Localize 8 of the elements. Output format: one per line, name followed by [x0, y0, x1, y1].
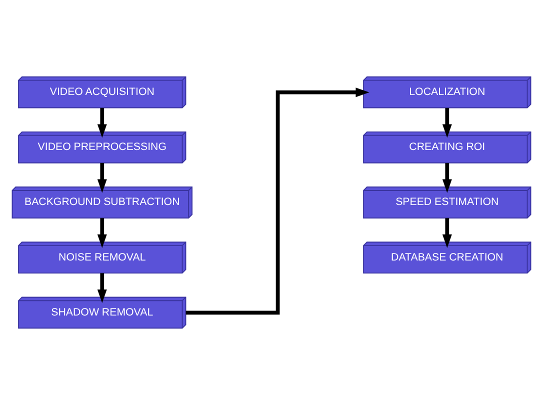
arrow	[442, 218, 452, 248]
arrow	[442, 107, 452, 138]
arrow	[97, 107, 107, 138]
arrow	[97, 162, 107, 192]
arrow	[442, 162, 452, 192]
arrow	[97, 218, 107, 248]
arrow	[186, 87, 370, 314]
arrow	[97, 272, 107, 303]
